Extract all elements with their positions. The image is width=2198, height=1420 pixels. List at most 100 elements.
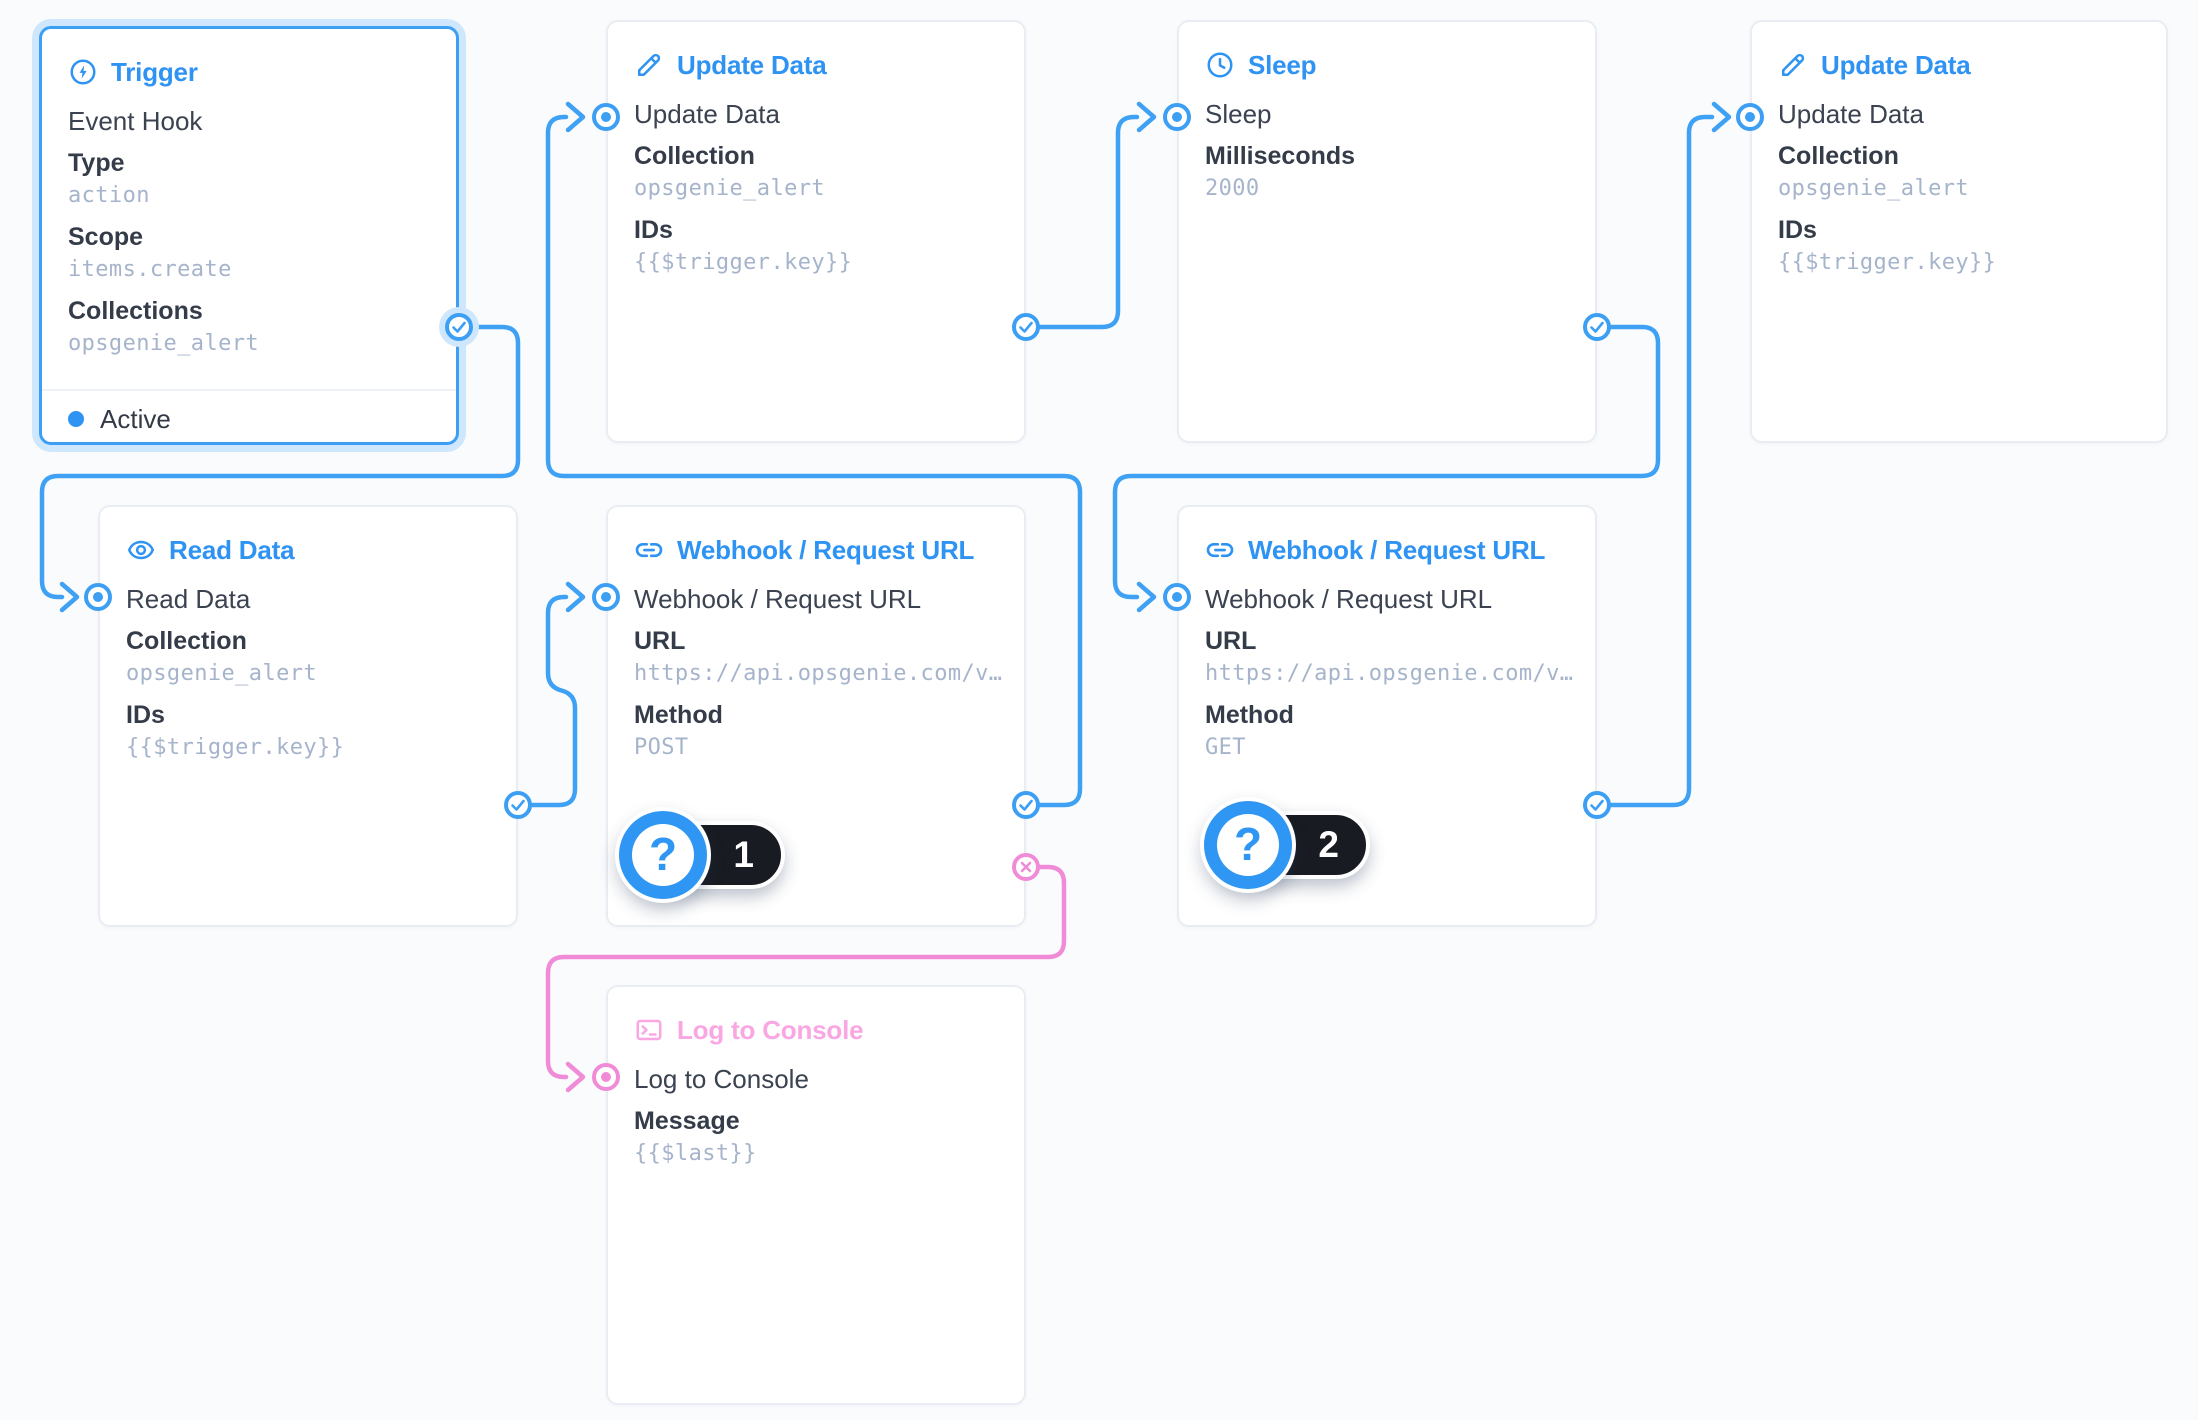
port-dot-icon bbox=[93, 592, 103, 602]
field-label: URL bbox=[1205, 627, 1257, 655]
port-dot-icon bbox=[601, 112, 611, 122]
resolve-port-webhook-post[interactable] bbox=[1012, 791, 1040, 819]
node-title: Webhook / Request URL bbox=[1248, 534, 1546, 565]
field-label: Method bbox=[634, 701, 723, 729]
check-icon bbox=[452, 321, 466, 333]
resolve-port-update-data-1[interactable] bbox=[1012, 313, 1040, 341]
wire-sleep-to-webhook-get bbox=[1112, 324, 1661, 600]
resolve-port-webhook-get[interactable] bbox=[1583, 791, 1611, 819]
divider bbox=[42, 389, 456, 391]
field-label: URL bbox=[634, 627, 686, 655]
input-port-webhook-post[interactable] bbox=[592, 583, 620, 611]
port-dot-icon bbox=[1172, 592, 1182, 602]
input-port-webhook-get[interactable] bbox=[1163, 583, 1191, 611]
node-header: Read Data bbox=[126, 533, 490, 567]
port-dot-icon bbox=[1172, 112, 1182, 122]
arrowhead-into-update-data-2 bbox=[1711, 101, 1732, 133]
node-header: Update Data bbox=[1778, 48, 2140, 82]
field-value: https://api.opsgenie.com/v… bbox=[634, 661, 1003, 686]
node-update-data-2[interactable]: Update Data Update Data Collection opsge… bbox=[1750, 20, 2168, 443]
node-header: Sleep bbox=[1205, 48, 1569, 82]
node-trigger-header: Trigger bbox=[68, 55, 430, 89]
eye-icon bbox=[127, 540, 155, 560]
arrowhead-into-read-data bbox=[59, 581, 80, 613]
arrowhead-into-log bbox=[565, 1061, 586, 1093]
field-label: Collection bbox=[1778, 142, 1899, 170]
field-value: {{$trigger.key}} bbox=[126, 735, 345, 760]
link-icon bbox=[635, 542, 663, 558]
field-value: opsgenie_alert bbox=[1778, 176, 1970, 201]
status-badge: Active bbox=[100, 403, 171, 434]
node-log-to-console[interactable]: Log to Console Log to Console Message {{… bbox=[606, 985, 1026, 1405]
wire-webhook-post-to-update-data-1 bbox=[545, 114, 1083, 808]
badge-number: 1 bbox=[733, 834, 754, 875]
field-value: action bbox=[68, 183, 150, 208]
input-port-update-data-2[interactable] bbox=[1736, 103, 1764, 131]
node-main-text: Webhook / Request URL bbox=[634, 584, 922, 614]
resolve-port-read-data[interactable] bbox=[504, 791, 532, 819]
node-header: Webhook / Request URL bbox=[1205, 533, 1569, 567]
input-port-log-to-console[interactable] bbox=[592, 1063, 620, 1091]
check-icon bbox=[511, 799, 525, 811]
check-icon bbox=[1019, 321, 1033, 333]
field-label: IDs bbox=[634, 216, 673, 244]
arrowhead-into-update-data-1 bbox=[565, 101, 586, 133]
resolve-port-sleep[interactable] bbox=[1583, 313, 1611, 341]
x-icon bbox=[1020, 861, 1032, 873]
node-main-text: Event Hook bbox=[68, 106, 203, 136]
node-trigger[interactable]: Trigger Event Hook Type action Scope ite… bbox=[39, 26, 459, 445]
terminal-icon bbox=[636, 1019, 662, 1041]
check-icon bbox=[1590, 321, 1604, 333]
bolt-circle-icon bbox=[70, 59, 96, 85]
node-header: Update Data bbox=[634, 48, 998, 82]
field-value: {{$last}} bbox=[634, 1141, 757, 1166]
field-value: POST bbox=[634, 735, 689, 760]
field-label: Message bbox=[634, 1107, 740, 1135]
arrowhead-into-webhook-get bbox=[1136, 581, 1157, 613]
field-value: opsgenie_alert bbox=[126, 661, 318, 686]
annotation-badge-1[interactable]: ? bbox=[615, 807, 711, 903]
field-label: Collection bbox=[634, 142, 755, 170]
input-port-read-data[interactable] bbox=[84, 583, 112, 611]
node-title: Log to Console bbox=[677, 1014, 864, 1045]
input-port-sleep[interactable] bbox=[1163, 103, 1191, 131]
field-value: items.create bbox=[68, 257, 232, 282]
field-label: IDs bbox=[1778, 216, 1817, 244]
field-label: IDs bbox=[126, 701, 165, 729]
field-value: https://api.opsgenie.com/v… bbox=[1205, 661, 1574, 686]
clock-icon bbox=[1207, 52, 1233, 78]
node-main-text: Update Data bbox=[1778, 99, 1924, 129]
field-label: Method bbox=[1205, 701, 1294, 729]
field-label: Collection bbox=[126, 627, 247, 655]
question-mark-icon: ? bbox=[1217, 814, 1279, 876]
node-title: Trigger bbox=[111, 56, 198, 87]
node-header: Log to Console bbox=[634, 1013, 998, 1047]
wire-read-data-to-webhook-post bbox=[529, 594, 578, 808]
arrowhead-into-webhook-post bbox=[565, 581, 586, 613]
annotation-badge-2[interactable]: ? bbox=[1200, 797, 1296, 893]
wire-webhook-get-to-update-data-2 bbox=[1608, 114, 1715, 808]
node-title: Webhook / Request URL bbox=[677, 534, 975, 565]
node-read-data[interactable]: Read Data Read Data Collection opsgenie_… bbox=[98, 505, 518, 927]
field-value: opsgenie_alert bbox=[68, 331, 260, 356]
check-icon bbox=[1590, 799, 1604, 811]
node-main-text: Read Data bbox=[126, 584, 251, 614]
port-dot-icon bbox=[1745, 112, 1755, 122]
field-value: {{$trigger.key}} bbox=[1778, 250, 1997, 275]
question-mark-icon: ? bbox=[632, 824, 694, 886]
port-dot-icon bbox=[601, 1072, 611, 1082]
badge-number: 2 bbox=[1318, 824, 1339, 865]
node-main-text: Log to Console bbox=[634, 1064, 809, 1094]
node-update-data-1[interactable]: Update Data Update Data Collection opsge… bbox=[606, 20, 1026, 443]
port-dot-icon bbox=[601, 592, 611, 602]
field-value: 2000 bbox=[1205, 176, 1260, 201]
resolve-port-trigger[interactable] bbox=[445, 313, 473, 341]
input-port-update-data-1[interactable] bbox=[592, 103, 620, 131]
check-icon bbox=[1019, 799, 1033, 811]
status-row: Active bbox=[68, 401, 171, 437]
field-label: Collections bbox=[68, 297, 203, 325]
wire-update-data-1-to-sleep bbox=[1037, 114, 1140, 330]
reject-port-webhook-post[interactable] bbox=[1012, 853, 1040, 881]
node-sleep[interactable]: Sleep Sleep Milliseconds 2000 bbox=[1177, 20, 1597, 443]
